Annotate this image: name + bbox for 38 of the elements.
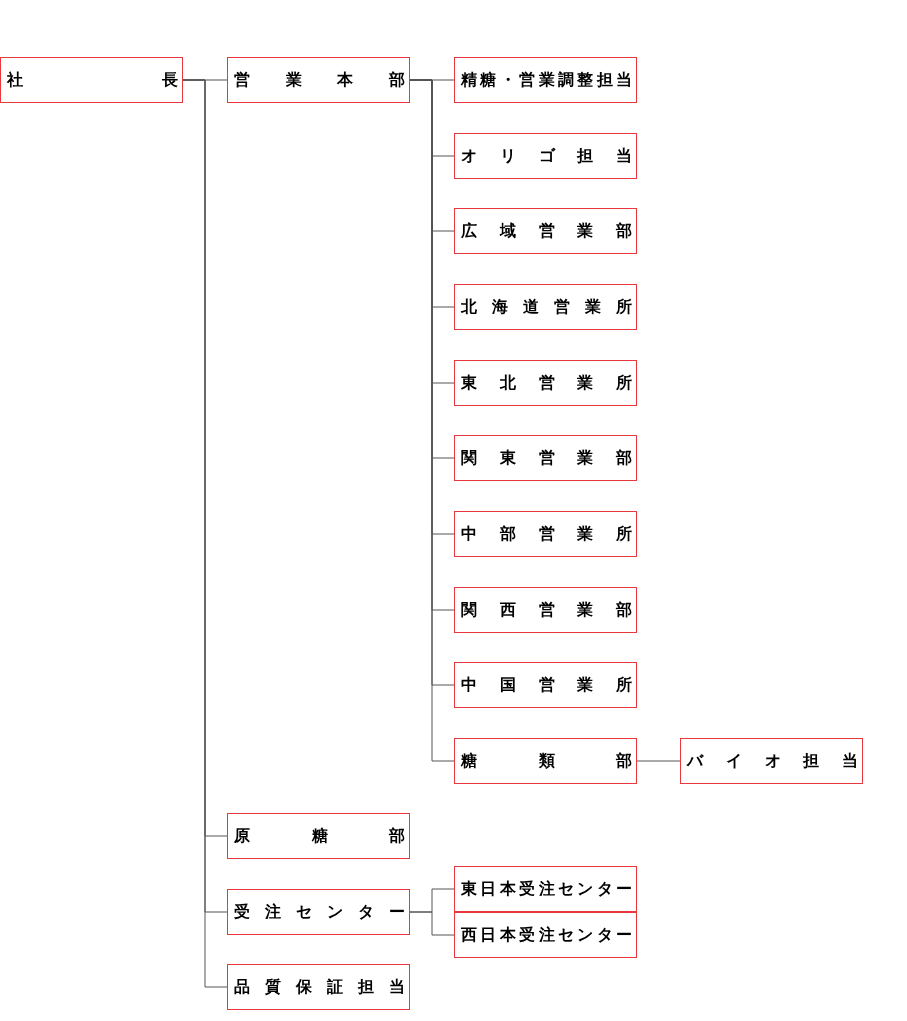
unit-name: 糖類部: [461, 751, 632, 771]
org-box: [454, 511, 637, 557]
unit-name: 東北営業所: [461, 373, 632, 393]
unit-name: 受注センター: [234, 902, 405, 922]
org-box: [454, 133, 637, 179]
org-box: [454, 57, 637, 103]
org-box: [454, 208, 637, 254]
unit-name: 社長: [7, 70, 178, 90]
unit-name: 関東営業部: [461, 448, 632, 468]
org-box: [454, 587, 637, 633]
unit-name: 営業本部: [234, 70, 405, 90]
org-box: [454, 866, 637, 912]
org-box: [227, 964, 410, 1010]
org-box: [227, 813, 410, 859]
unit-name: 中部営業所: [461, 524, 632, 544]
org-box: [227, 57, 410, 103]
org-box: [680, 738, 863, 784]
org-box: [227, 889, 410, 935]
unit-name: 精糖・営業調整担当: [461, 70, 632, 90]
unit-name: 中国営業所: [461, 675, 632, 695]
org-box: [454, 662, 637, 708]
org-box: [454, 360, 637, 406]
org-box: [454, 912, 637, 958]
unit-name: 東日本受注センター: [461, 879, 632, 899]
org-box: [0, 57, 183, 103]
unit-name: オリゴ担当: [461, 146, 632, 166]
connector-line: [636, 760, 681, 762]
unit-name: 原糖部: [234, 826, 405, 846]
unit-name: 品質保証担当: [234, 977, 405, 997]
unit-name: 広域営業部: [461, 221, 632, 241]
unit-name: 西日本受注センター: [461, 925, 632, 945]
org-box: [454, 435, 637, 481]
org-box: [454, 738, 637, 784]
connector-line: [409, 911, 455, 936]
unit-name: 関西営業部: [461, 600, 632, 620]
org-box: [454, 284, 637, 330]
unit-name: 北海道営業所: [461, 297, 632, 317]
unit-name: バイオ担当: [687, 751, 858, 771]
